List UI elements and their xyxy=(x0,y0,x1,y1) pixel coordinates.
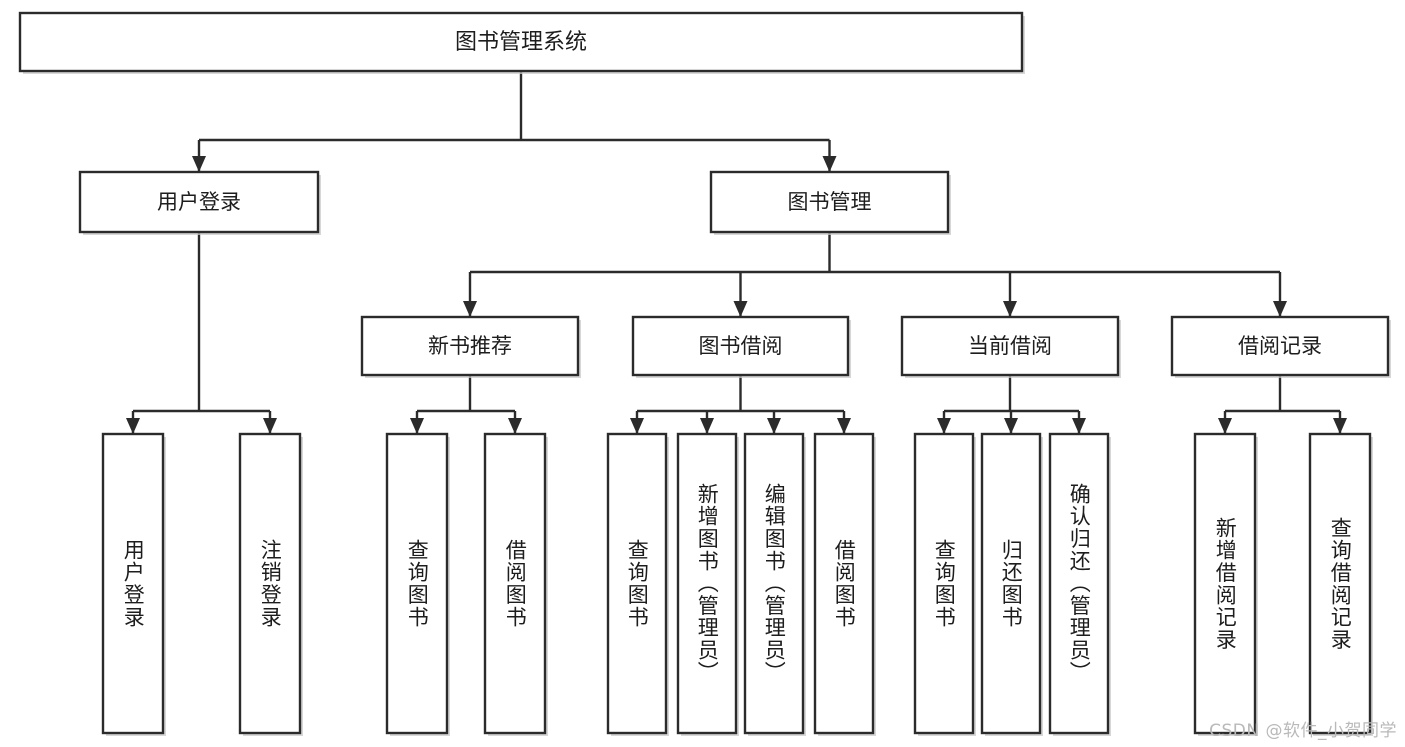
node-title[interactable] xyxy=(18,11,1024,73)
arrow-head-icon xyxy=(410,418,424,434)
node-book-manage[interactable] xyxy=(709,170,950,234)
arrow-head-icon xyxy=(263,418,277,434)
arrow-head-icon xyxy=(1273,301,1287,317)
arrow-head-icon xyxy=(630,418,644,434)
node-leaf-add-book[interactable] xyxy=(676,432,738,735)
arrow-head-icon xyxy=(822,156,837,172)
csdn-watermark: CSDN @软件_小贺同学 xyxy=(1209,721,1397,741)
arrow-head-icon xyxy=(126,418,140,434)
arrow-head-icon xyxy=(1003,301,1017,317)
arrow-head-icon xyxy=(837,418,851,434)
node-label-title: 图书管理系统 xyxy=(455,30,587,55)
arrow-head-icon xyxy=(508,418,522,434)
node-leaf-borrow-book-2[interactable] xyxy=(813,432,875,735)
arrow-head-icon xyxy=(463,301,477,317)
node-leaf-user-logout[interactable] xyxy=(238,432,302,735)
node-book-borrow[interactable] xyxy=(631,315,850,377)
connector-layer xyxy=(126,71,1347,434)
node-leaf-query-record[interactable] xyxy=(1308,432,1372,735)
node-leaf-borrow-book-1[interactable] xyxy=(483,432,547,735)
node-leaf-return-book[interactable] xyxy=(980,432,1042,735)
node-label-current-borrow: 当前借阅 xyxy=(968,334,1052,358)
node-label-new-book-rec: 新书推荐 xyxy=(428,334,512,358)
arrow-head-icon xyxy=(1004,418,1018,434)
node-user-login[interactable] xyxy=(78,170,320,234)
node-label-borrow-record: 借阅记录 xyxy=(1238,334,1322,358)
arrow-head-icon xyxy=(1218,418,1232,434)
node-leaf-query-book-1[interactable] xyxy=(385,432,449,735)
arrow-head-icon xyxy=(767,418,781,434)
node-label-book-borrow: 图书借阅 xyxy=(699,334,783,358)
node-label-book-manage: 图书管理 xyxy=(788,190,872,214)
node-leaf-query-book-3[interactable] xyxy=(913,432,975,735)
node-borrow-record[interactable] xyxy=(1170,315,1390,377)
arrow-head-icon xyxy=(1333,418,1347,434)
node-leaf-add-record[interactable] xyxy=(1193,432,1257,735)
node-leaf-edit-book[interactable] xyxy=(743,432,805,735)
node-label-user-login: 用户登录 xyxy=(157,190,241,214)
arrow-head-icon xyxy=(700,418,714,434)
node-leaf-query-book-2[interactable] xyxy=(606,432,668,735)
arrow-head-icon xyxy=(937,418,951,434)
node-new-book-rec[interactable] xyxy=(360,315,580,377)
node-box-layer xyxy=(18,11,1391,736)
arrow-head-icon xyxy=(1072,418,1086,434)
arrow-head-icon xyxy=(192,156,206,172)
node-leaf-user-login[interactable] xyxy=(101,432,165,735)
node-current-borrow[interactable] xyxy=(900,315,1120,377)
arrow-head-icon xyxy=(733,301,748,317)
node-leaf-confirm-return[interactable] xyxy=(1048,432,1110,735)
